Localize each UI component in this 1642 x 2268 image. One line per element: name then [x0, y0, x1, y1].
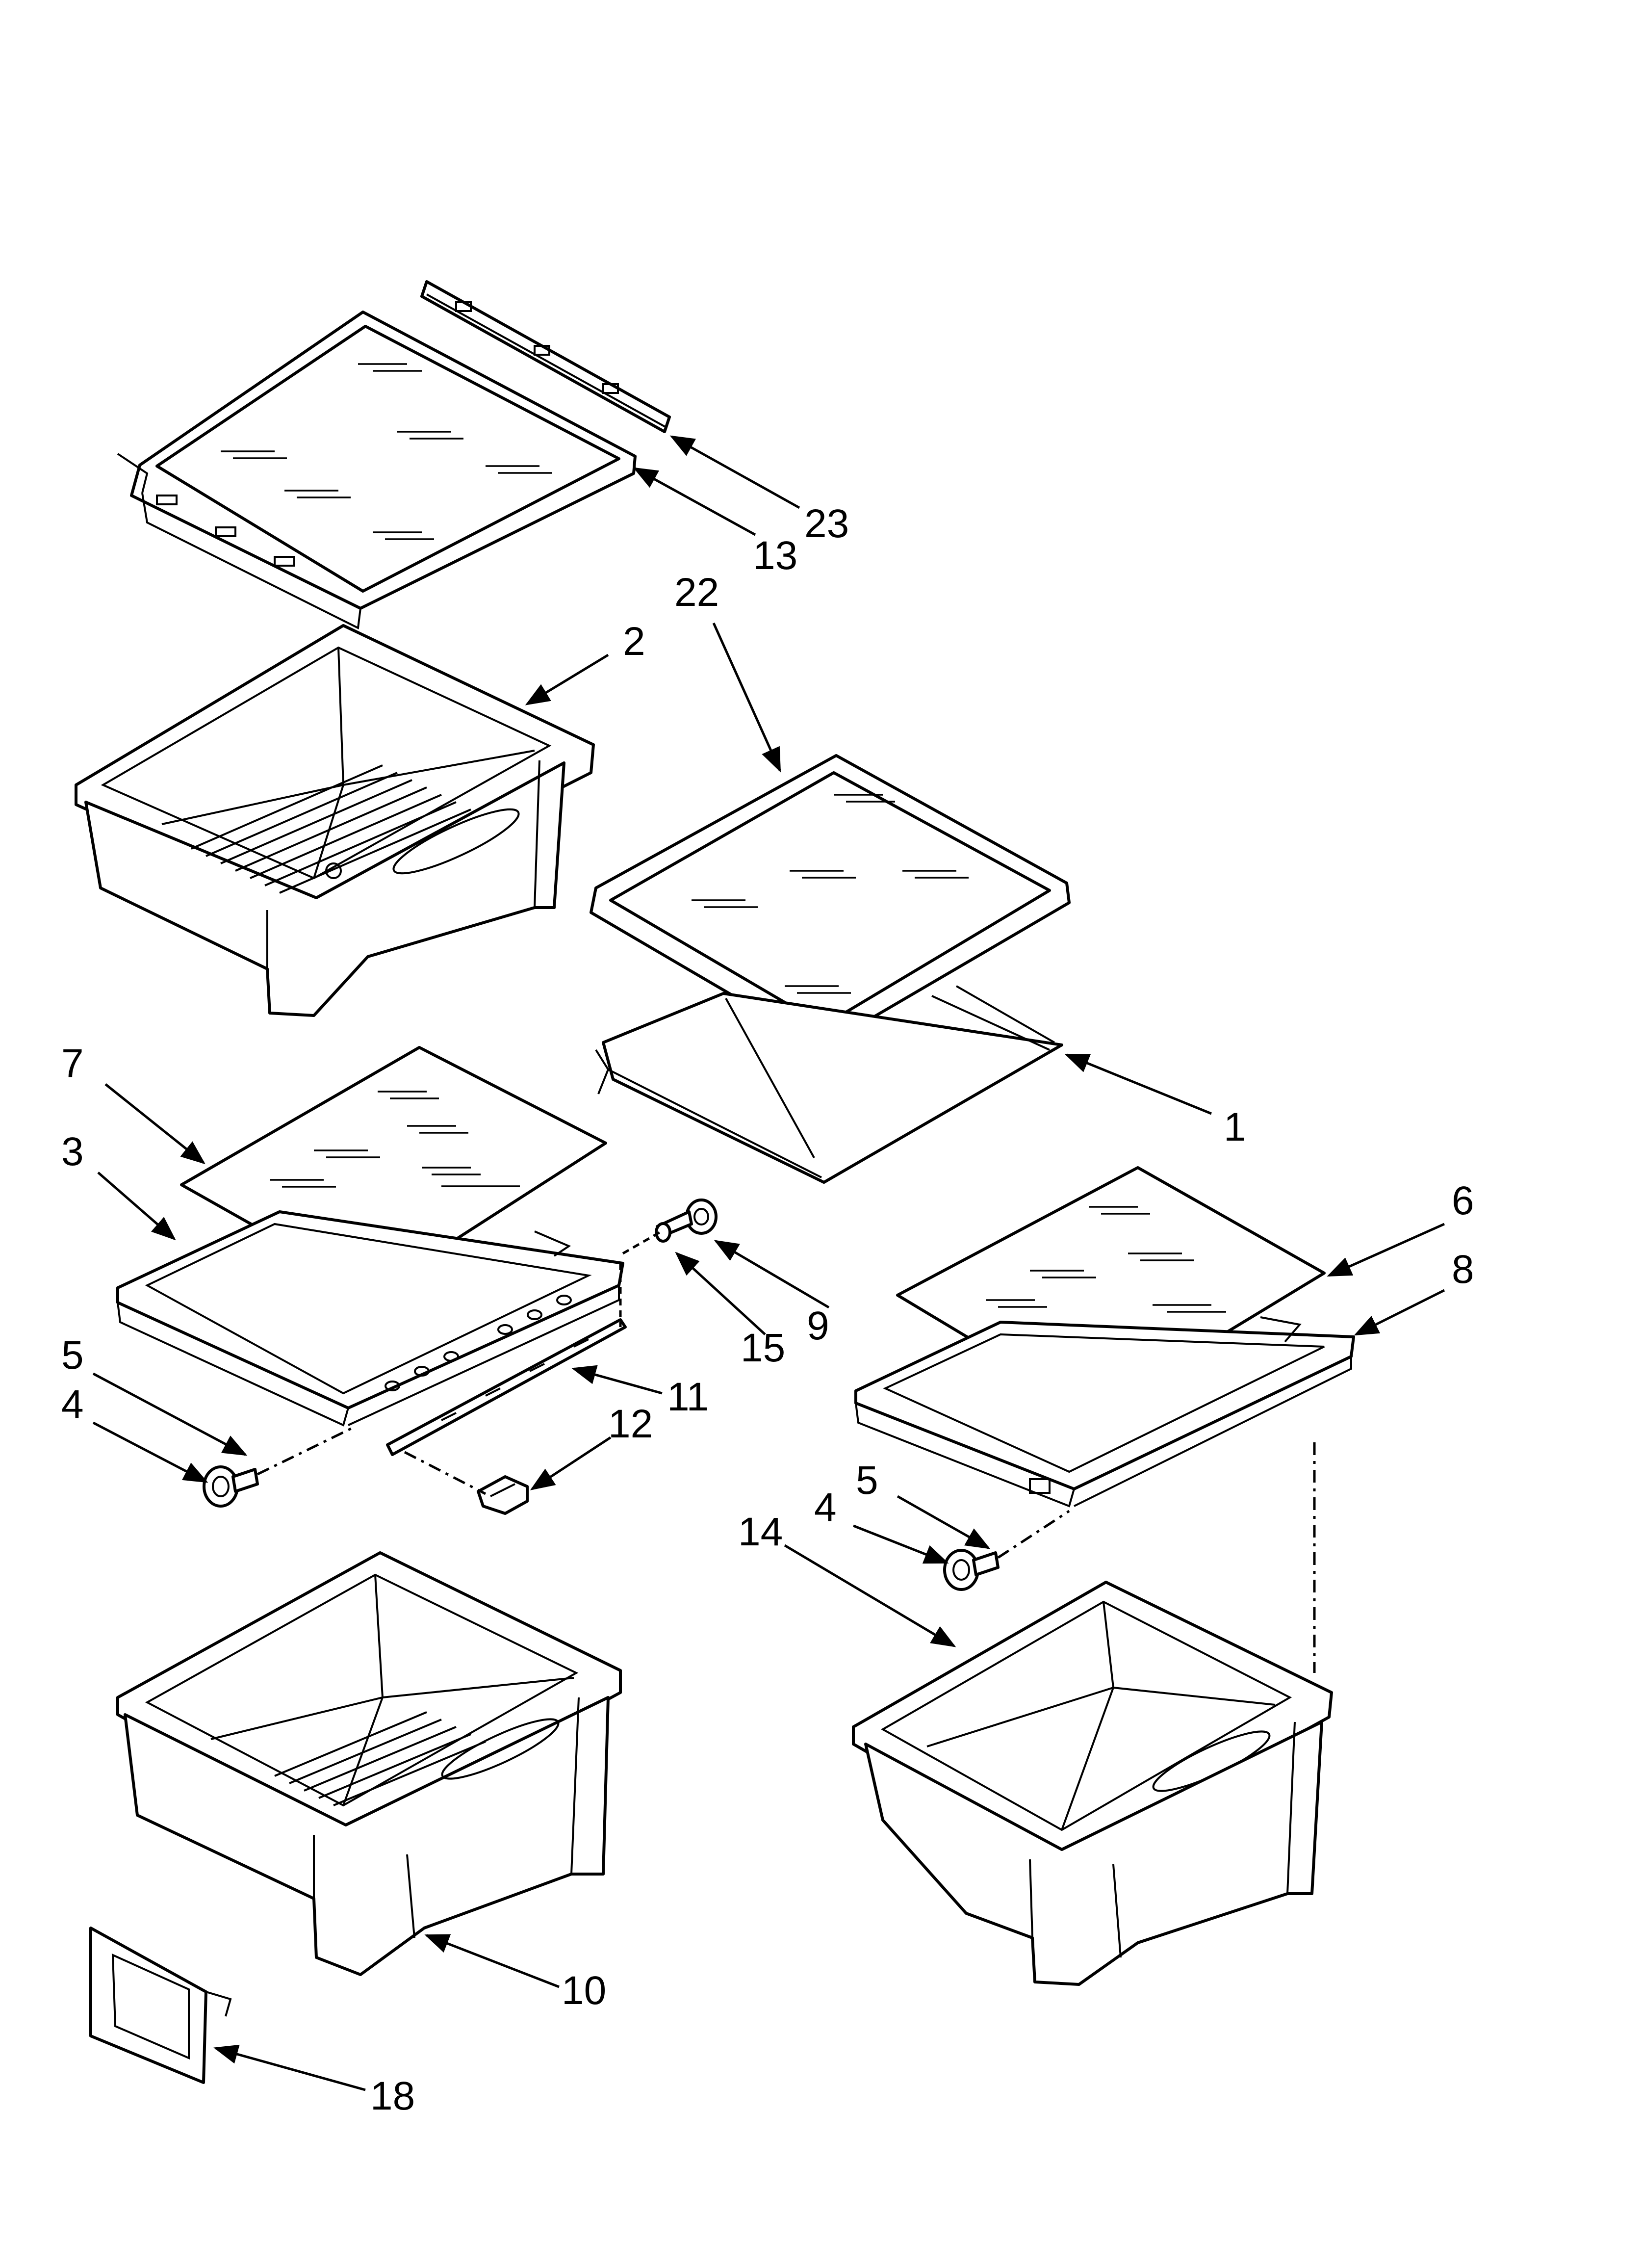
screw-part-15: [655, 1210, 693, 1243]
callout-12: 12: [608, 1402, 653, 1446]
shelf-rail-part-23: [420, 280, 671, 433]
callout-7: 7: [61, 1041, 84, 1086]
callout-22: 22: [674, 570, 719, 615]
callout-8: 8: [1452, 1247, 1474, 1292]
label-card-part-18: [89, 1927, 232, 2084]
callout-15: 15: [741, 1326, 785, 1370]
callout-9: 9: [807, 1303, 829, 1348]
glass-shelf-part-13: [117, 311, 637, 630]
callout-14: 14: [738, 1510, 783, 1554]
callout-5-left: 5: [61, 1333, 84, 1378]
assembly-line-screw: [622, 1231, 661, 1255]
drawer-cover-frame-part-8: [854, 1316, 1355, 1508]
callout-4-right: 4: [814, 1485, 837, 1530]
glass-shelf-part-22: [590, 754, 1071, 1049]
shelf-frame-part-1: [595, 985, 1063, 1184]
callout-23: 23: [804, 501, 849, 546]
assembly-line-rail-clip: [404, 1451, 487, 1495]
crisper-drawer-part-14: [852, 1581, 1333, 1986]
callout-18: 18: [370, 2074, 415, 2118]
callout-3: 3: [61, 1129, 84, 1174]
clip-part-12: [477, 1475, 529, 1515]
assembly-line-left-roller: [257, 1426, 354, 1476]
callout-2: 2: [623, 619, 645, 664]
callout-11: 11: [667, 1375, 709, 1419]
crisper-drawer-part-2: [75, 624, 595, 1017]
assembly-line-right-roller: [997, 1510, 1070, 1559]
roller-assembly-left: [203, 1465, 259, 1508]
crisper-drawer-part-10: [116, 1551, 622, 1976]
callout-5-right: 5: [856, 1458, 878, 1503]
callout-6: 6: [1452, 1178, 1474, 1223]
callout-13: 13: [753, 533, 797, 578]
callout-1: 1: [1224, 1105, 1246, 1149]
callout-10: 10: [562, 1968, 606, 2013]
leader-lines: [92, 435, 1445, 2091]
callout-4-left: 4: [61, 1382, 84, 1427]
drawer-cover-frame-part-3: [116, 1210, 624, 1427]
slide-rail-part-11: [386, 1318, 627, 1456]
roller-assembly-right: [943, 1549, 1000, 1591]
